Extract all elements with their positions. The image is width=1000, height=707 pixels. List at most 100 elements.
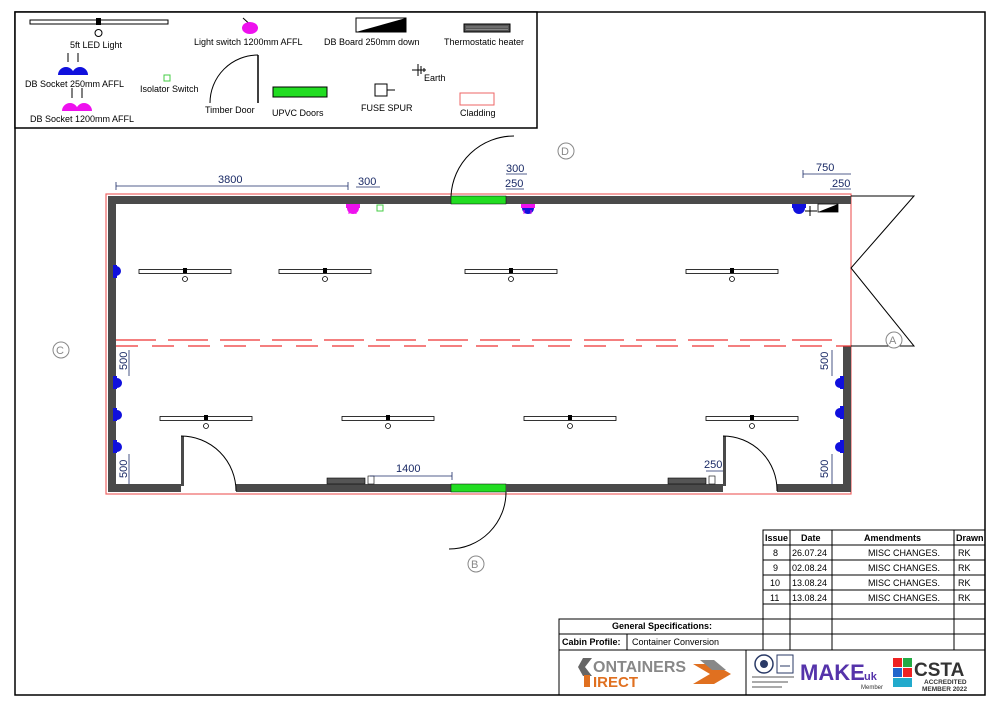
light-switch-icon bbox=[242, 17, 258, 34]
svg-text:uk: uk bbox=[864, 671, 878, 683]
socket-high-top-1 bbox=[346, 204, 360, 214]
upvc-icon bbox=[272, 86, 328, 98]
dim-500-left-top: 500 bbox=[118, 352, 130, 370]
ukas-badge-icon bbox=[776, 654, 794, 674]
dim-250-right: 250 bbox=[832, 178, 850, 190]
dim-750: 750 bbox=[816, 162, 834, 174]
end-doors bbox=[850, 195, 916, 347]
isolator-icon bbox=[163, 74, 171, 82]
fuse-spur-right bbox=[708, 475, 716, 485]
heater-right bbox=[667, 477, 707, 485]
th-issue: Issue bbox=[765, 533, 788, 543]
dim-500-right-bot: 500 bbox=[819, 460, 831, 478]
led-light-fitting bbox=[159, 415, 253, 429]
dim-500-right-top: 500 bbox=[819, 352, 831, 370]
title-block bbox=[558, 618, 986, 696]
db-board-icon bbox=[355, 17, 407, 33]
wall-top-right bbox=[506, 196, 851, 204]
wall-bottom-2 bbox=[236, 484, 451, 492]
cell-drawn: RK bbox=[958, 563, 971, 573]
svg-text:B: B bbox=[471, 559, 478, 571]
cell-text: MISC CHANGES. bbox=[868, 578, 940, 588]
wall-bottom-4 bbox=[777, 484, 851, 492]
heater-icon bbox=[463, 23, 511, 33]
heaters-group bbox=[326, 475, 716, 485]
timber-door-left-frame bbox=[181, 436, 184, 486]
legend-cladding-label: Cladding bbox=[460, 108, 496, 118]
elevation-a: A bbox=[885, 331, 903, 349]
cell-drawn: RK bbox=[958, 593, 971, 603]
legend-socket-high-label: DB Socket 1200mm AFFL bbox=[30, 114, 134, 124]
cell-date: 13.08.24 bbox=[792, 578, 827, 588]
cell-date: 02.08.24 bbox=[792, 563, 827, 573]
dim-1400: 1400 bbox=[396, 463, 420, 475]
legend-isolator-label: Isolator Switch bbox=[140, 84, 199, 94]
cell-issue: 8 bbox=[773, 548, 778, 558]
elevation-d: D bbox=[557, 142, 575, 160]
legend-socket-low-label: DB Socket 250mm AFFL bbox=[25, 79, 124, 89]
socket-low-left-1 bbox=[113, 265, 121, 278]
upvc-door-top bbox=[450, 195, 507, 205]
wall-left bbox=[108, 196, 116, 492]
sockets-group bbox=[113, 203, 844, 453]
socket-low-top-right bbox=[792, 204, 806, 214]
earth-icon bbox=[412, 64, 426, 76]
wall-top-left bbox=[108, 196, 451, 204]
legend-switch-label: Light switch 1200mm AFFL bbox=[194, 37, 303, 47]
cell-issue: 11 bbox=[770, 593, 779, 603]
led-light-icon bbox=[29, 18, 169, 37]
specs-title: General Specifications: bbox=[612, 621, 712, 631]
socket-high-top-2 bbox=[521, 204, 535, 214]
socket-low-icon bbox=[58, 53, 88, 75]
upvc-bottom-swing bbox=[448, 491, 507, 550]
socket-low-left-4 bbox=[113, 440, 122, 453]
cell-text: MISC CHANGES. bbox=[868, 548, 940, 558]
svg-text:Member: Member bbox=[861, 685, 883, 691]
legend-timber-label: Timber Door bbox=[205, 105, 255, 115]
dim-300-top: 300 bbox=[358, 176, 376, 188]
cell-issue: 10 bbox=[770, 578, 780, 588]
dim-300-door: 300 bbox=[506, 163, 524, 175]
th-drawn: Drawn bbox=[956, 533, 984, 543]
th-amendments: Amendments bbox=[864, 533, 921, 543]
wall-right-lower bbox=[843, 346, 851, 492]
upvc-door-bottom bbox=[450, 483, 507, 493]
socket-low-left-3 bbox=[113, 408, 122, 421]
legend-upvc-label: UPVC Doors bbox=[272, 108, 324, 118]
legend-heater-label: Thermostatic heater bbox=[444, 37, 524, 47]
led-light-fitting bbox=[705, 415, 799, 429]
db-board-plan bbox=[817, 203, 839, 213]
containers-direct-logo: ONTAINERS IRECT bbox=[578, 658, 731, 691]
led-light-fitting bbox=[523, 415, 617, 429]
socket-low-right-3 bbox=[835, 440, 844, 453]
cell-date: 13.08.24 bbox=[792, 593, 827, 603]
dimension-labels: 3800 300 300 250 750 250 500 500 500 500… bbox=[118, 162, 850, 478]
legend-db-label: DB Board 250mm down bbox=[324, 37, 420, 47]
cell-text: MISC CHANGES. bbox=[868, 563, 940, 573]
svg-text:CSTA: CSTA bbox=[914, 660, 965, 681]
timber-door-icon bbox=[209, 54, 259, 104]
dim-500-left-bot: 500 bbox=[118, 460, 130, 478]
heater-left bbox=[326, 477, 366, 485]
timber-door-right-swing bbox=[722, 435, 778, 492]
csta-grid-icon bbox=[893, 658, 912, 687]
dim-3800: 3800 bbox=[218, 174, 242, 186]
socket-high-icon bbox=[62, 88, 92, 111]
isolator-switch bbox=[376, 204, 384, 212]
svg-text:MAKE: MAKE bbox=[800, 660, 865, 685]
led-light-fitting bbox=[685, 268, 779, 282]
led-light-fitting bbox=[278, 268, 372, 282]
legend-earth-label: Earth bbox=[424, 73, 446, 83]
svg-text:IRECT: IRECT bbox=[593, 674, 638, 691]
led-light-fitting bbox=[341, 415, 435, 429]
svg-text:ACCREDITED: ACCREDITED bbox=[924, 679, 967, 686]
fuse-spur-icon bbox=[374, 83, 395, 97]
cell-date: 26.07.24 bbox=[792, 548, 827, 558]
cell-text: MISC CHANGES. bbox=[868, 593, 940, 603]
led-light-fitting bbox=[138, 268, 232, 282]
legend-led-label: 5ft LED Light bbox=[70, 40, 123, 50]
svg-text:A: A bbox=[889, 335, 897, 347]
elevation-b: B bbox=[467, 555, 485, 573]
timber-door-right-frame bbox=[723, 436, 726, 486]
